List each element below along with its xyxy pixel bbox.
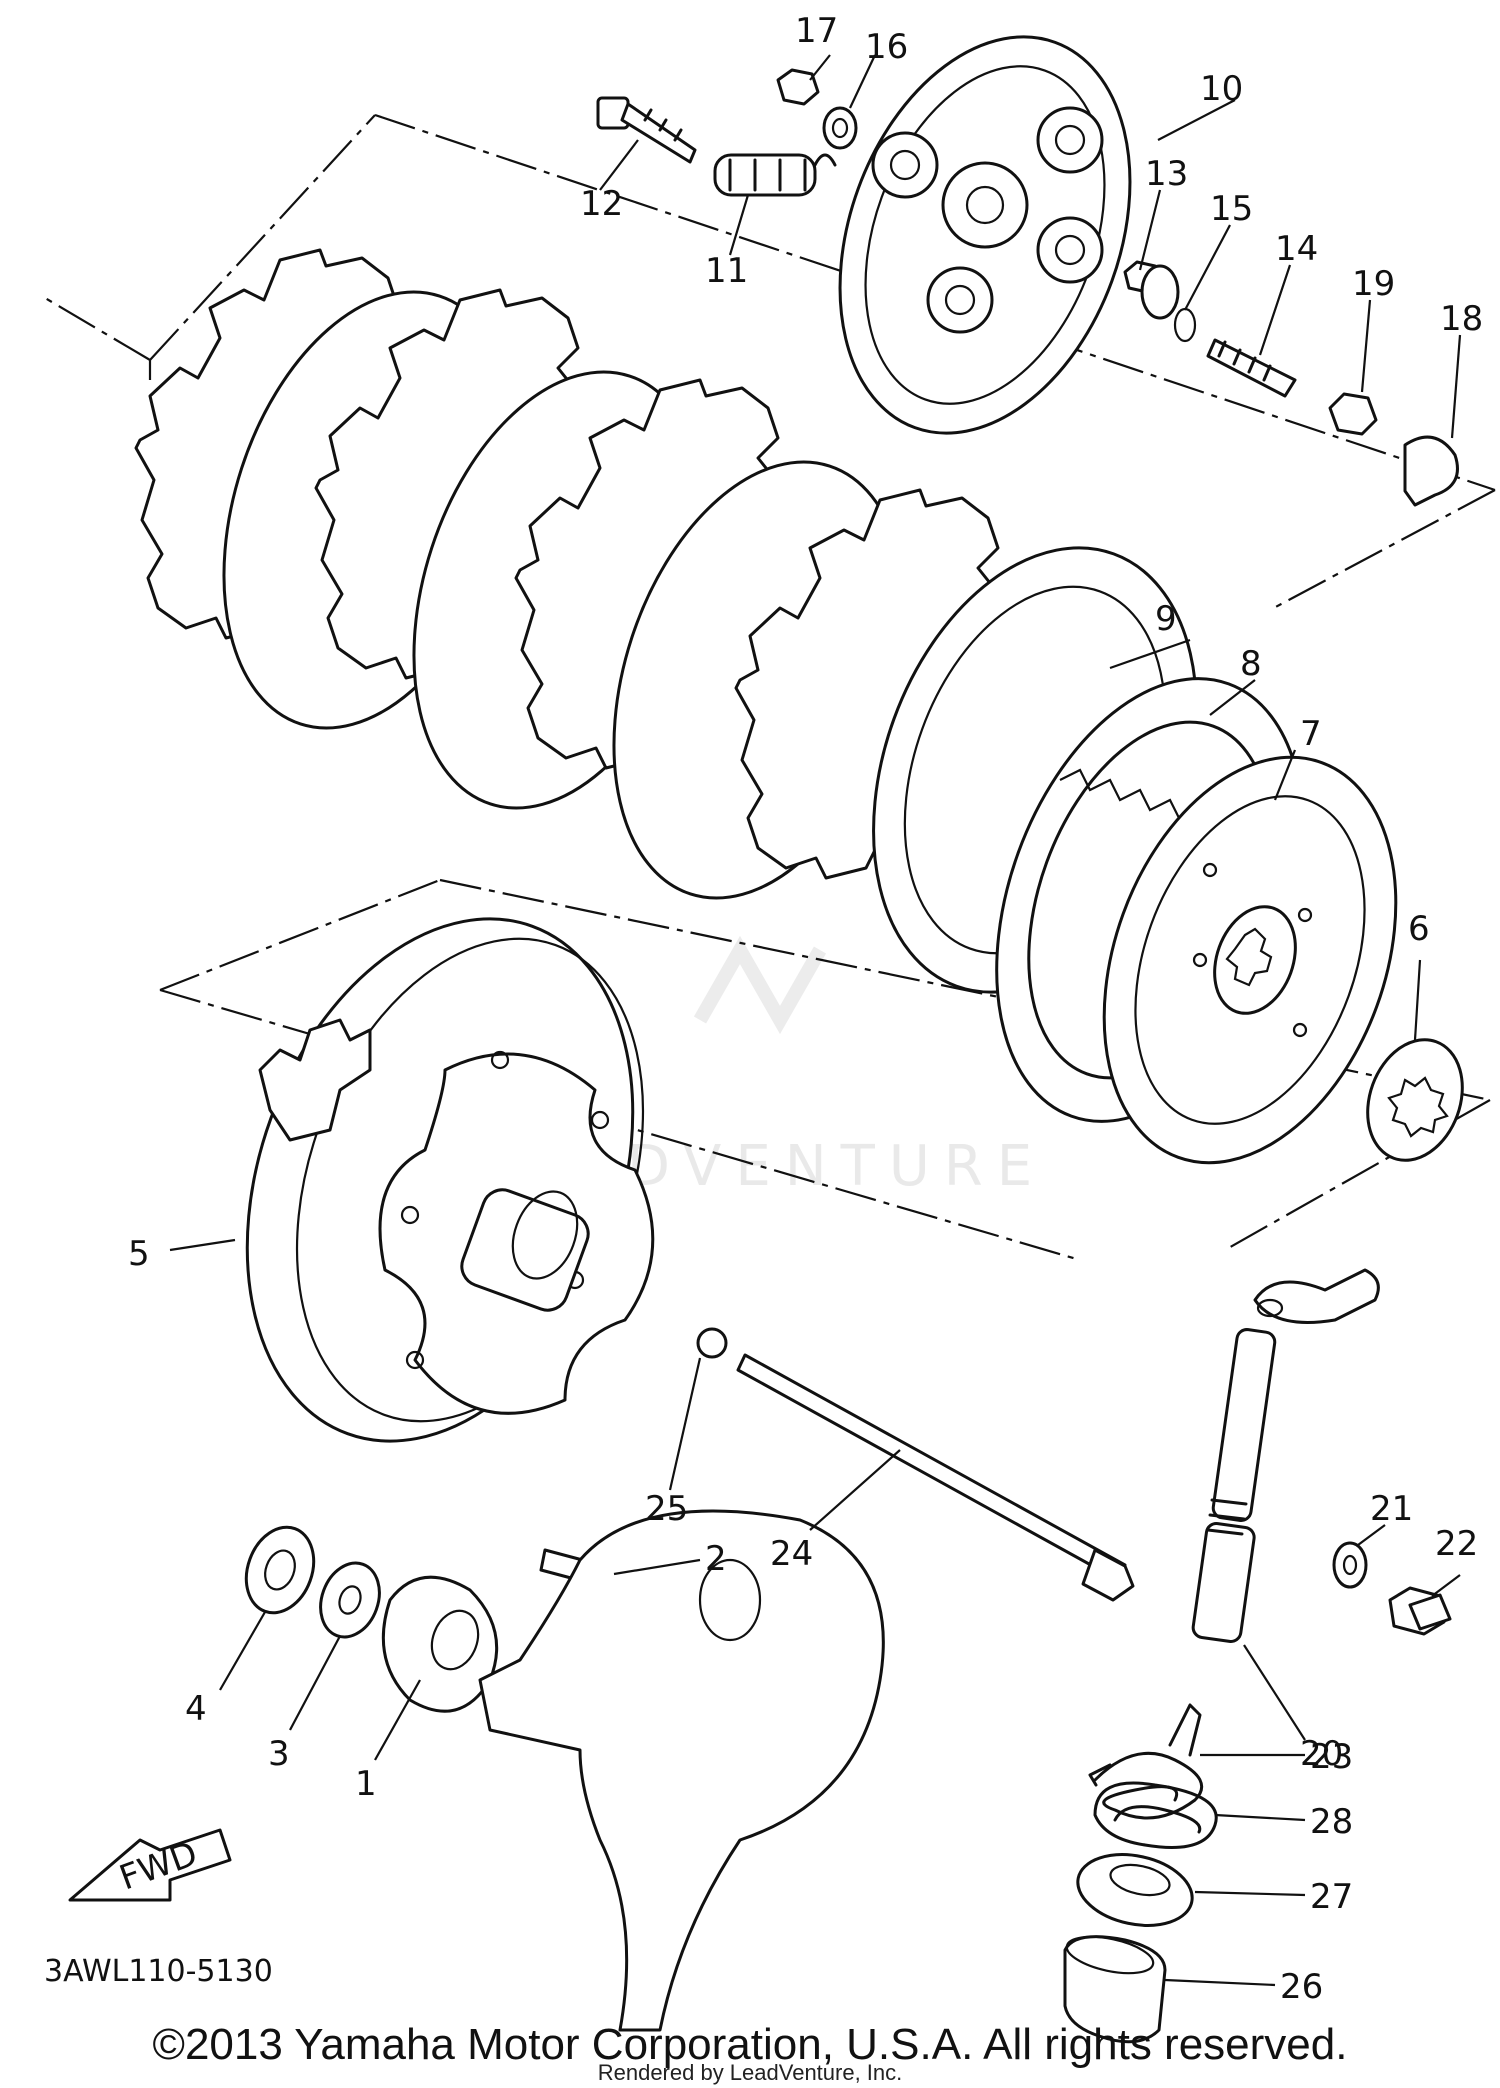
callout-13: 13 xyxy=(1145,154,1188,194)
callout-20: 20 xyxy=(1300,1734,1343,1774)
callout-14: 14 xyxy=(1275,229,1318,269)
callout-12: 12 xyxy=(580,184,623,224)
clutch-housing xyxy=(245,917,655,1443)
copyright-notice: ©2013 Yamaha Motor Corporation, U.S.A. A… xyxy=(152,2020,1348,2069)
spring-and-fasteners xyxy=(596,68,858,197)
callout-7: 7 xyxy=(1300,714,1322,754)
callout-23: 23 xyxy=(1310,1737,1353,1777)
leader-lines xyxy=(169,54,1462,1987)
callout-17: 17 xyxy=(795,11,838,51)
push-rod-adjuster xyxy=(1123,260,1459,507)
lever-spring-seals xyxy=(1063,1703,1218,2044)
callout-21: 21 xyxy=(1370,1489,1413,1529)
push-lever-shaft xyxy=(1191,1268,1380,1643)
fwd-arrow-icon: FWD xyxy=(68,1828,232,1902)
callout-18: 18 xyxy=(1440,299,1483,339)
push-rod xyxy=(696,1327,1135,1602)
callout-19: 19 xyxy=(1352,264,1395,304)
callout-6: 6 xyxy=(1408,909,1430,949)
diagram-reference-code: 3AWL110-5130 xyxy=(44,1954,273,1989)
callout-27: 27 xyxy=(1310,1877,1353,1917)
callout-4: 4 xyxy=(185,1689,207,1729)
callout-11: 11 xyxy=(705,251,748,291)
rendered-by-notice: Rendered by LeadVenture, Inc. xyxy=(597,2060,903,2085)
callout-1: 1 xyxy=(355,1764,377,1804)
callout-28: 28 xyxy=(1310,1802,1353,1842)
callout-9: 9 xyxy=(1155,599,1177,639)
callout-5: 5 xyxy=(128,1234,150,1274)
callout-8: 8 xyxy=(1240,644,1262,684)
thrust-washer xyxy=(1366,1038,1464,1162)
callout-10: 10 xyxy=(1200,69,1243,109)
clutch-hub xyxy=(1102,755,1398,1165)
callout-26: 26 xyxy=(1280,1967,1323,2007)
callout-2: 2 xyxy=(705,1539,727,1579)
callout-15: 15 xyxy=(1210,189,1253,229)
pressure-plate xyxy=(838,35,1132,435)
callout-16: 16 xyxy=(865,27,908,67)
crankshaft xyxy=(478,1509,885,2032)
callout-3: 3 xyxy=(268,1734,290,1774)
callout-25: 25 xyxy=(645,1489,688,1529)
callout-24: 24 xyxy=(770,1534,813,1574)
callout-numbers: 17 16 10 12 11 13 15 14 19 18 9 8 7 6 5 … xyxy=(128,11,1483,2007)
callout-22: 22 xyxy=(1435,1524,1478,1564)
lever-fasteners xyxy=(1332,1541,1452,1636)
primary-drive-gear-parts xyxy=(244,1525,607,1713)
clutch-plates-stack xyxy=(134,248,1014,900)
